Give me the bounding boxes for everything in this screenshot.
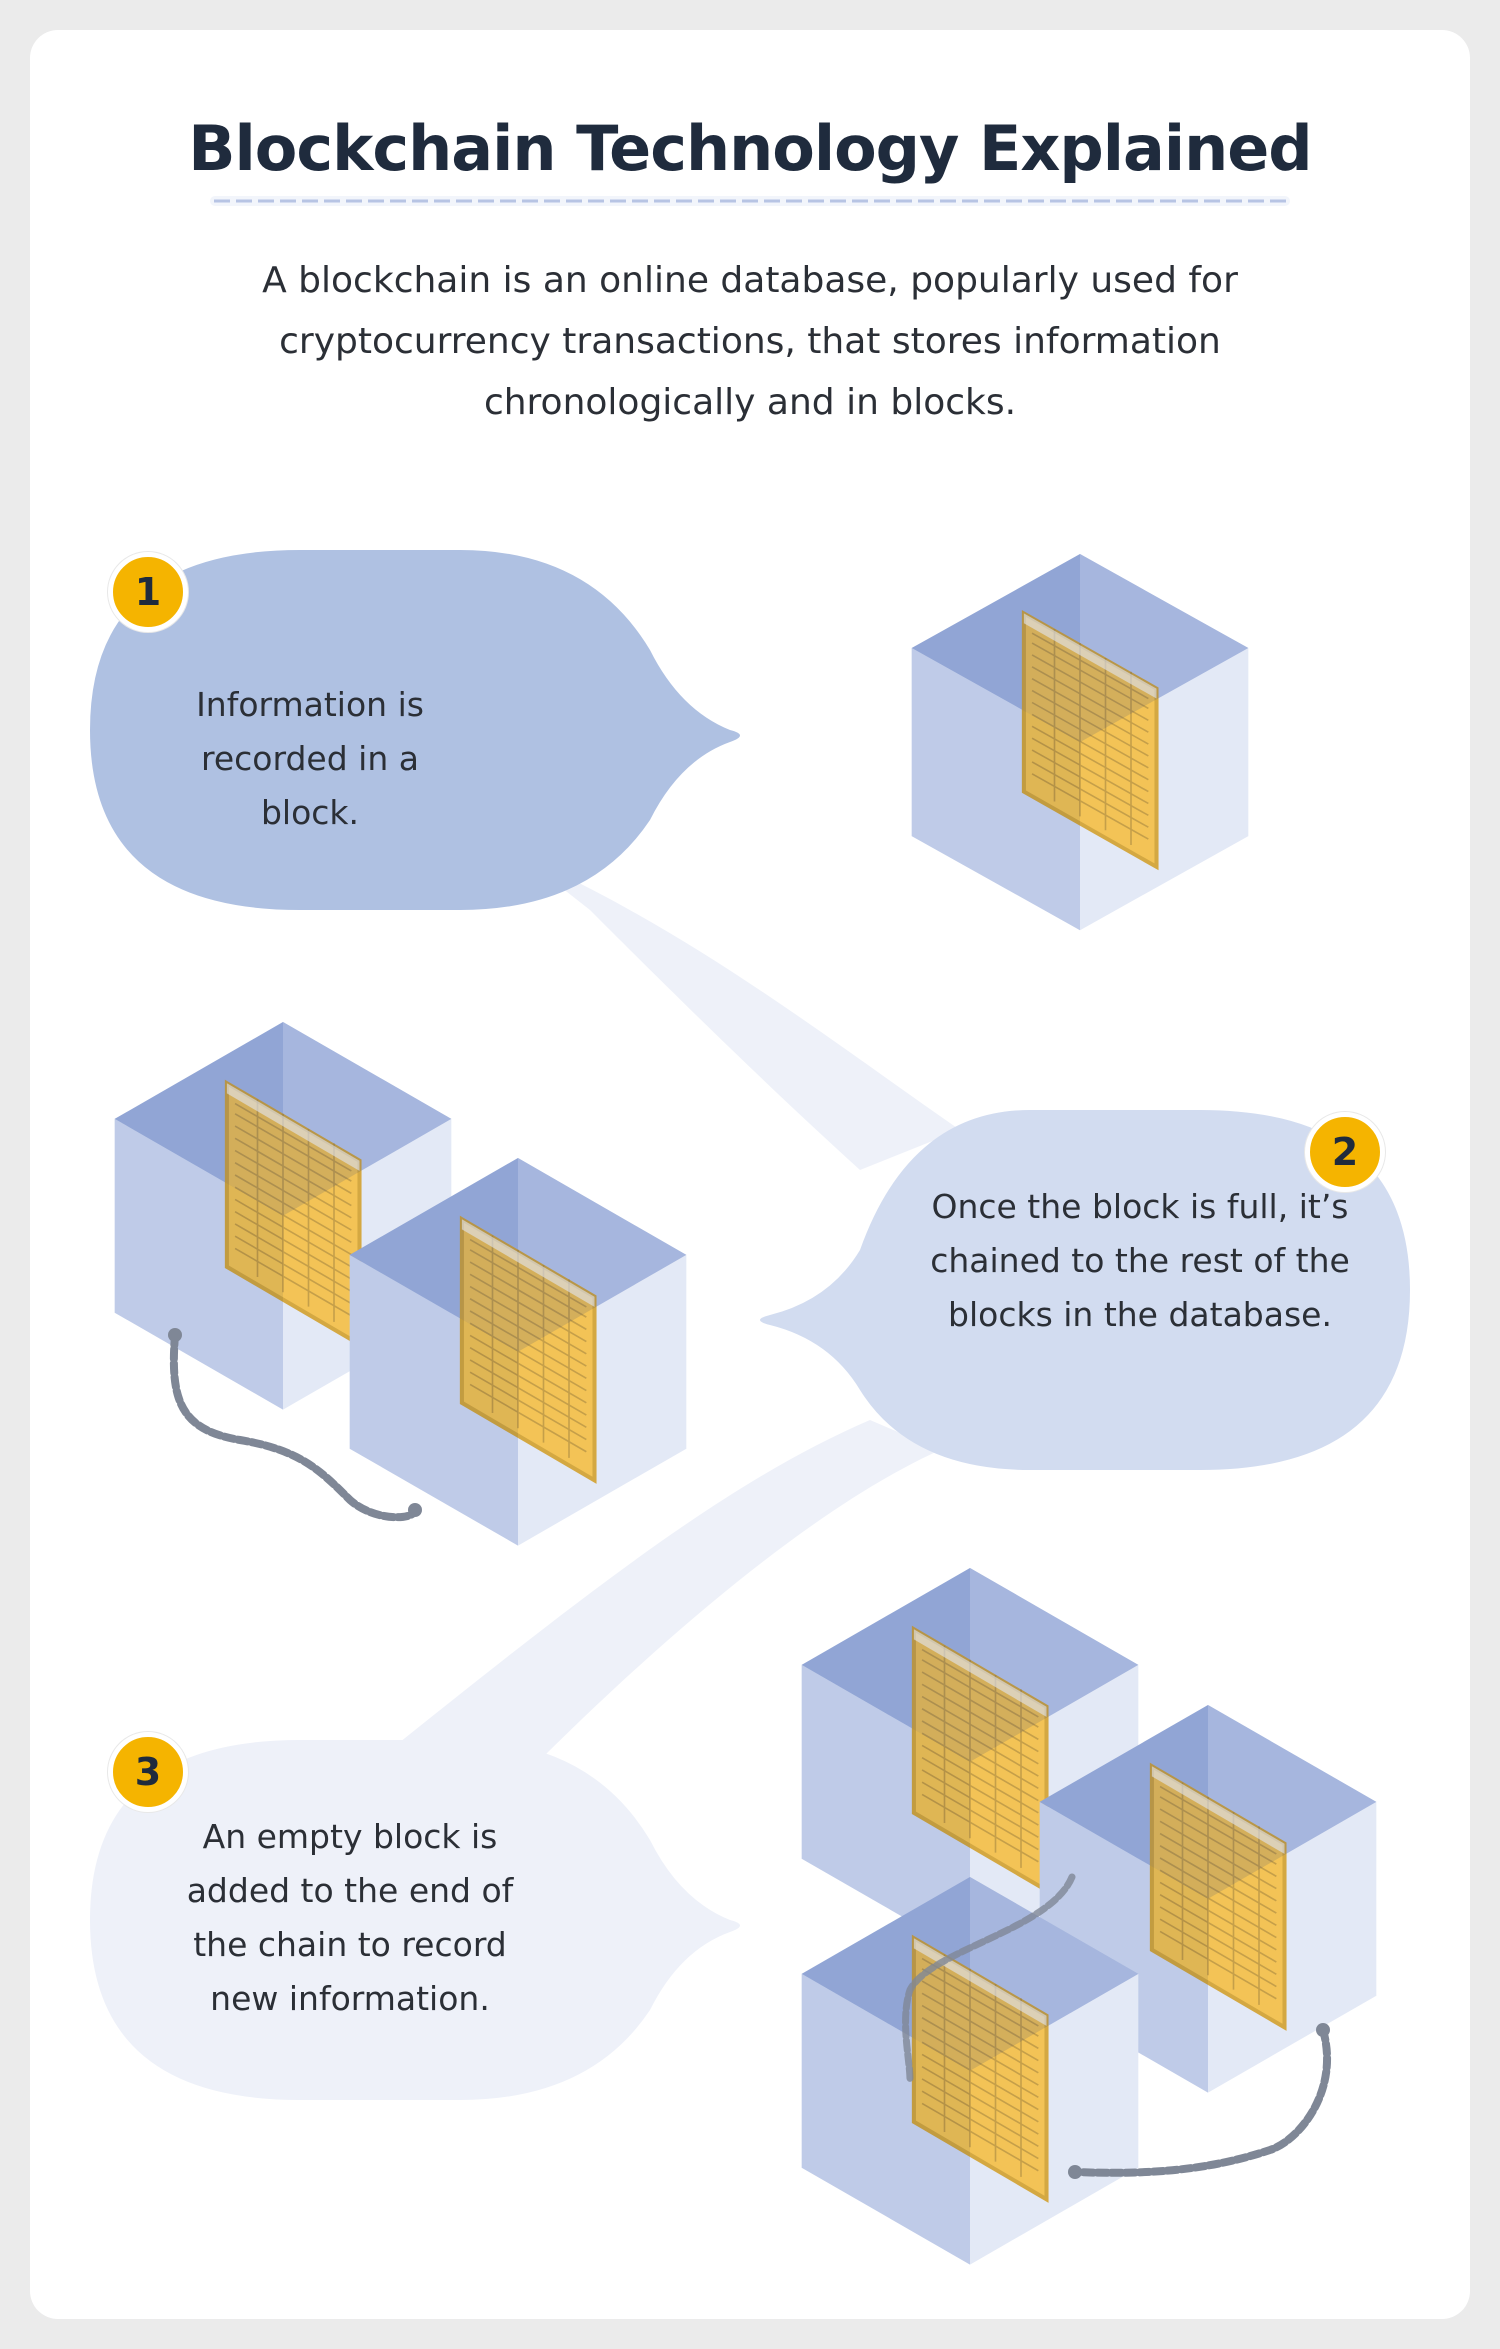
chain-link-icon [1071, 2026, 1332, 2177]
chain-anchor [408, 1503, 422, 1517]
step-number-badge: 3 [108, 1732, 188, 1812]
chain-anchor [1068, 2165, 1082, 2179]
step-2-text: Once the block is full, it’s chained to … [930, 1187, 1350, 1334]
chain-anchor [1316, 2023, 1330, 2037]
step-1-text: Information is recorded in a block. [196, 685, 424, 832]
bubble-step-3 [90, 1740, 740, 2100]
block-cube-icon [912, 554, 1249, 930]
chain-link-icon [169, 1331, 419, 1522]
bubble-step-1 [90, 550, 740, 910]
title-chain-icon [210, 196, 1290, 206]
step-number-badge: 1 [108, 552, 188, 632]
page-title: Blockchain Technology Explained [188, 112, 1312, 185]
bubble-step-2 [760, 1110, 1410, 1470]
connector-2-3 [390, 1420, 940, 1770]
chain-link-icon [902, 1873, 1076, 2084]
chain-anchor [168, 1328, 182, 1342]
intro-paragraph: A blockchain is an online database, popu… [262, 260, 1238, 423]
step-number-badge: 2 [1305, 1112, 1385, 1192]
connector-1-2 [520, 855, 960, 1170]
step-3-text: An empty block is added to the end of th… [186, 1817, 514, 2018]
infographic-card: Blockchain Technology Explained A blockc… [30, 30, 1470, 2319]
illustration-layer [90, 196, 1410, 2319]
